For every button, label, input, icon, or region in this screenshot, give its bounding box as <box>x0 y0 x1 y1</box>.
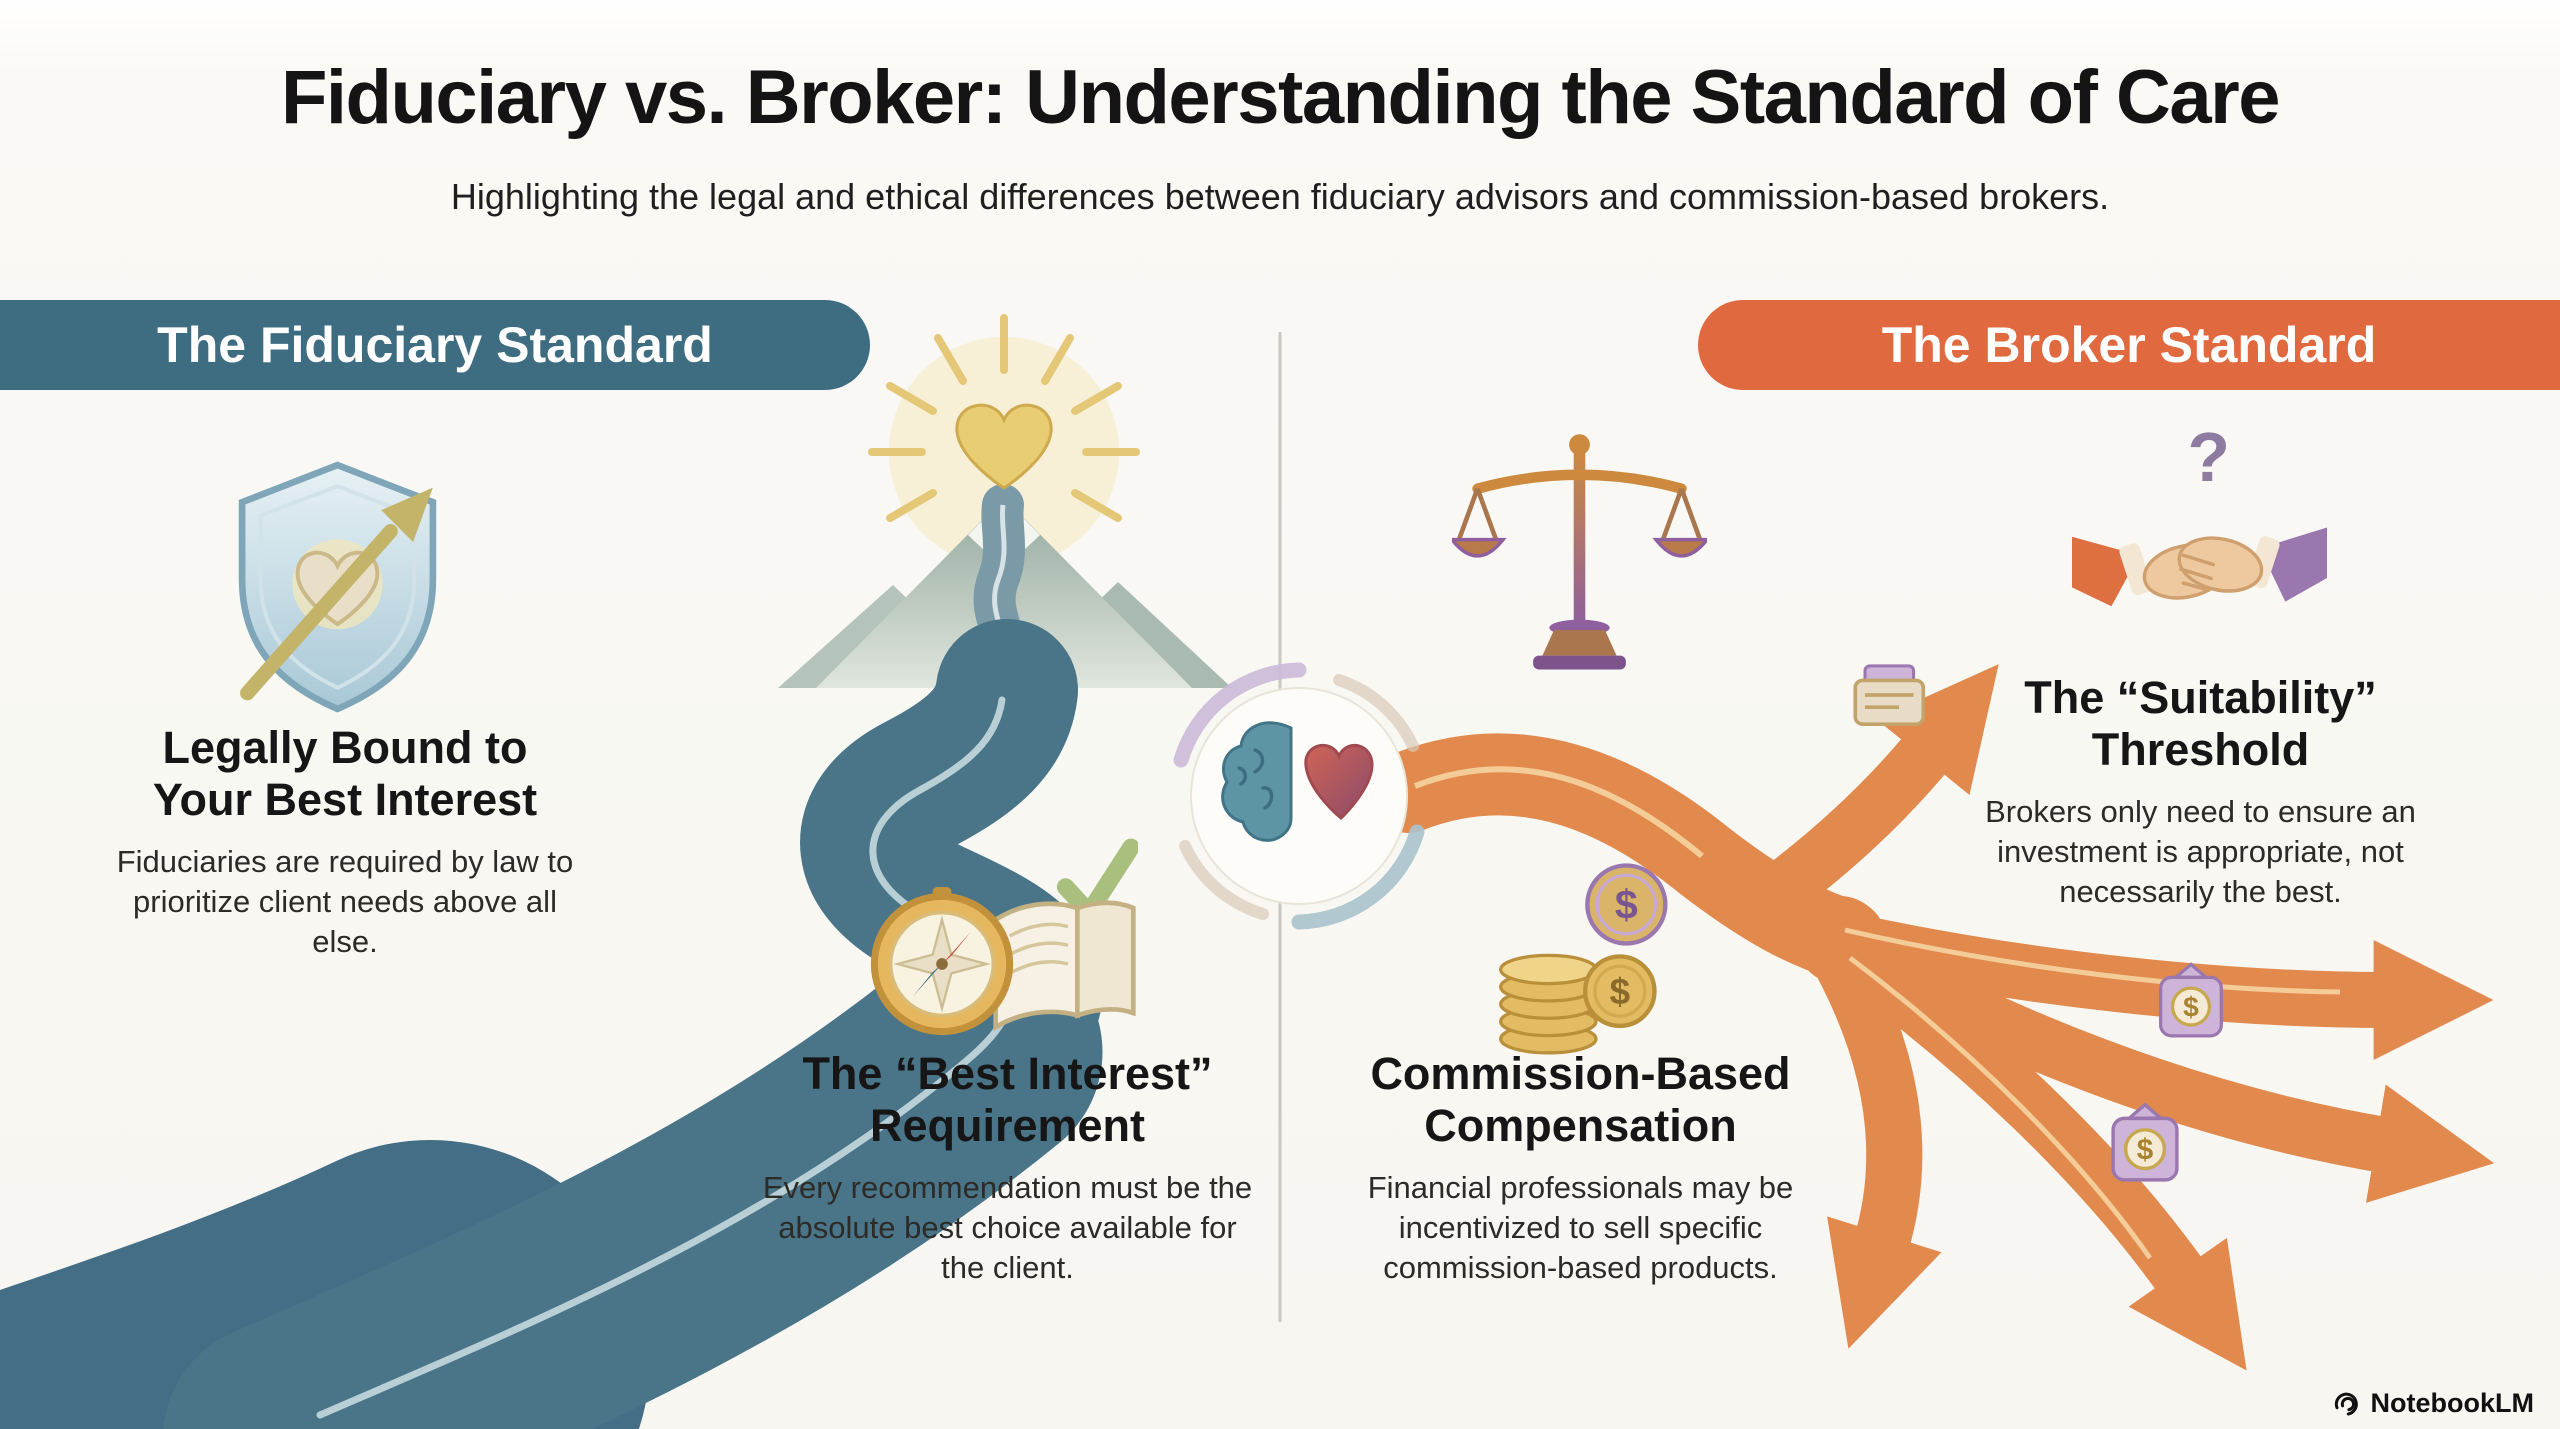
coins-icon: $ $ <box>1499 863 1668 1055</box>
dollar-glyph: $ <box>2137 1133 2154 1166</box>
section-heading: The “Suitability” Threshold <box>2024 672 2377 776</box>
fiduciary-banner: The Fiduciary Standard <box>0 300 870 390</box>
section-heading: Commission-Based Compensation <box>1370 1048 1791 1152</box>
section-body: Financial professionals may be incentivi… <box>1367 1170 1794 1285</box>
broker-section-commission: Commission-Based Compensation Financial … <box>1318 1048 1843 1287</box>
page-subtitle: Highlighting the legal and ethical diffe… <box>450 176 2110 217</box>
broker-banner: The Broker Standard <box>1698 300 2560 390</box>
footer-credit: NotebookLM <box>2332 1388 2534 1419</box>
broker-section-suitability: The “Suitability” Threshold Brokers only… <box>1948 672 2453 911</box>
dollar-glyph: $ <box>1615 882 1638 928</box>
question-glyph: ? <box>2188 430 2230 496</box>
brain-heart-icon <box>1173 662 1425 930</box>
shield-heart-growth-icon <box>238 461 437 713</box>
notebooklm-logo-icon <box>2334 1392 2358 1415</box>
broker-banner-label: The Broker Standard <box>1881 317 2377 373</box>
section-heading: The “Best Interest” Requirement <box>802 1048 1213 1152</box>
compass-book-check-icon <box>870 838 1138 1036</box>
dollar-glyph: $ <box>2183 991 2199 1022</box>
notebooklm-label: NotebookLM <box>2370 1388 2534 1418</box>
card-stack-icon <box>1853 664 1926 726</box>
section-heading: Legally Bound to Your Best Interest <box>152 722 538 826</box>
dollar-glyph: $ <box>1610 971 1630 1012</box>
broker-road-branches <box>1367 664 2495 1371</box>
heart-sun-icon <box>955 403 1053 490</box>
handshake-question-icon: ? <box>2072 430 2327 607</box>
section-body: Brokers only need to ensure an investmen… <box>1985 794 2416 909</box>
fiduciary-section-best-interest: The “Best Interest” Requirement Every re… <box>755 1048 1260 1287</box>
fiduciary-banner-label: The Fiduciary Standard <box>157 317 713 373</box>
dollar-tag-icon: $ <box>2111 1102 2179 1182</box>
section-body: Fiduciaries are required by law to prior… <box>116 844 574 959</box>
section-body: Every recommendation must be the absolut… <box>762 1170 1253 1285</box>
page-title: Fiduciary vs. Broker: Understanding the … <box>281 55 2280 140</box>
fiduciary-section-legally-bound: Legally Bound to Your Best Interest Fidu… <box>110 722 580 961</box>
balance-scales-icon <box>1452 434 1707 670</box>
dollar-tag-icon: $ <box>2159 962 2223 1038</box>
